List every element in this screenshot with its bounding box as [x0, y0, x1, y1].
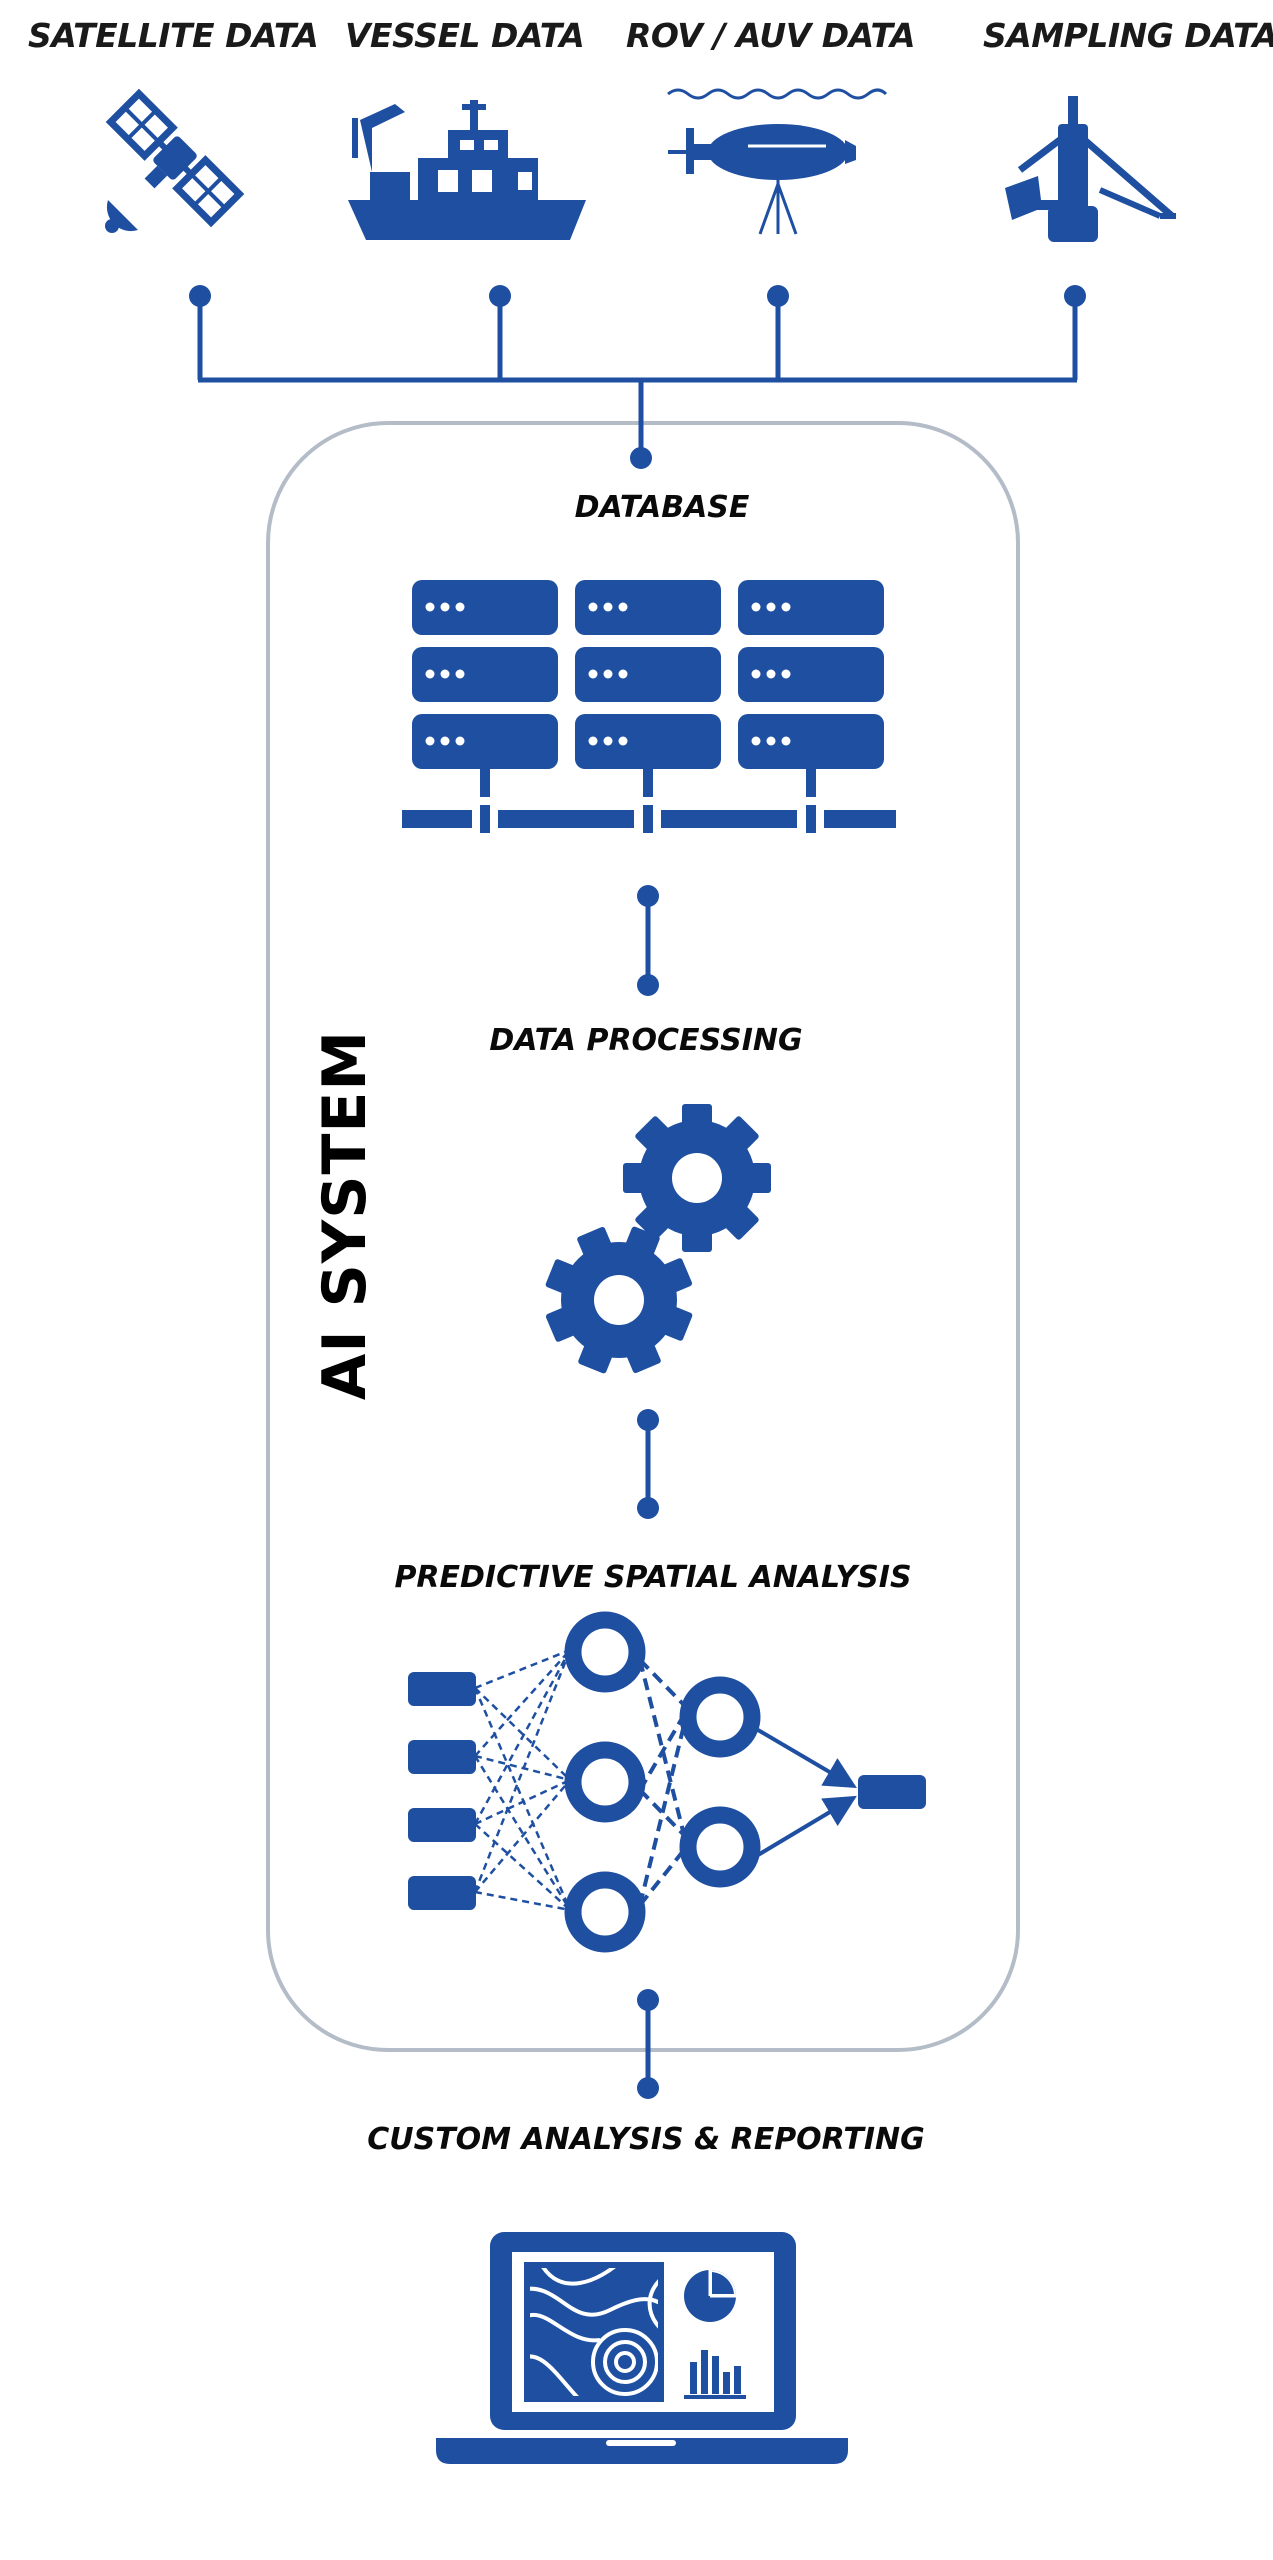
connector-processing-to-analysis — [637, 1409, 659, 1519]
sampling-rig-icon — [1005, 96, 1176, 242]
vessel-icon — [348, 100, 586, 240]
connector-analysis-to-reporting — [637, 1989, 659, 2099]
label-satellite-data: SATELLITE DATA — [28, 16, 319, 55]
laptop-report-icon — [436, 2232, 848, 2464]
label-predictive-spatial-analysis: PREDICTIVE SPATIAL ANALYSIS — [394, 1560, 912, 1595]
label-custom-analysis-reporting: CUSTOM ANALYSIS & REPORTING — [367, 2122, 925, 2157]
label-rov-auv-data: ROV / AUV DATA — [626, 16, 916, 55]
satellite-icon — [105, 88, 245, 233]
label-sampling-data: SAMPLING DATA — [983, 16, 1273, 55]
database-server-icon — [402, 580, 896, 833]
rov-auv-icon — [667, 88, 888, 235]
source-connector-tree — [189, 285, 1086, 469]
connector-database-to-processing — [637, 885, 659, 996]
neural-network-icon — [408, 1611, 926, 1953]
label-data-processing: DATA PROCESSING — [489, 1023, 803, 1058]
gears-icon — [545, 1104, 771, 1374]
label-vessel-data: VESSEL DATA — [345, 16, 585, 55]
label-database: DATABASE — [574, 490, 750, 525]
